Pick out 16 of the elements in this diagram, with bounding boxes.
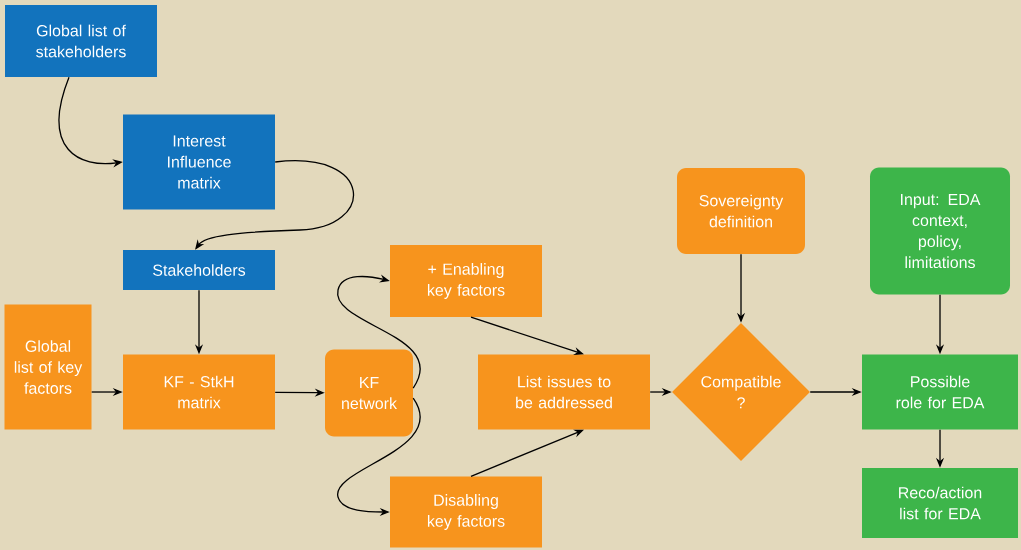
rounded-box: Input: EDA context, policy, limitations (870, 167, 1010, 295)
arrow (337, 274, 421, 389)
process-box: List issues to be addressed (478, 354, 650, 430)
process-box: Disabling key factors (390, 476, 542, 548)
arrow (195, 160, 354, 250)
process-box: Interest Influence matrix (123, 114, 275, 210)
process-box: Stakeholders (123, 250, 275, 290)
process-box: KF - StkH matrix (123, 354, 275, 430)
rounded-box: Sovereignty definition (677, 168, 805, 254)
process-box: Possible role for EDA (862, 354, 1018, 430)
process-box: Reco/action list for EDA (862, 468, 1018, 538)
arrow (470, 429, 584, 477)
process-box: Global list of key factors (4, 304, 92, 430)
rounded-box: KF network (325, 349, 413, 437)
process-box: Global list of stakeholders (5, 5, 157, 77)
process-box: + Enabling key factors (390, 245, 542, 317)
